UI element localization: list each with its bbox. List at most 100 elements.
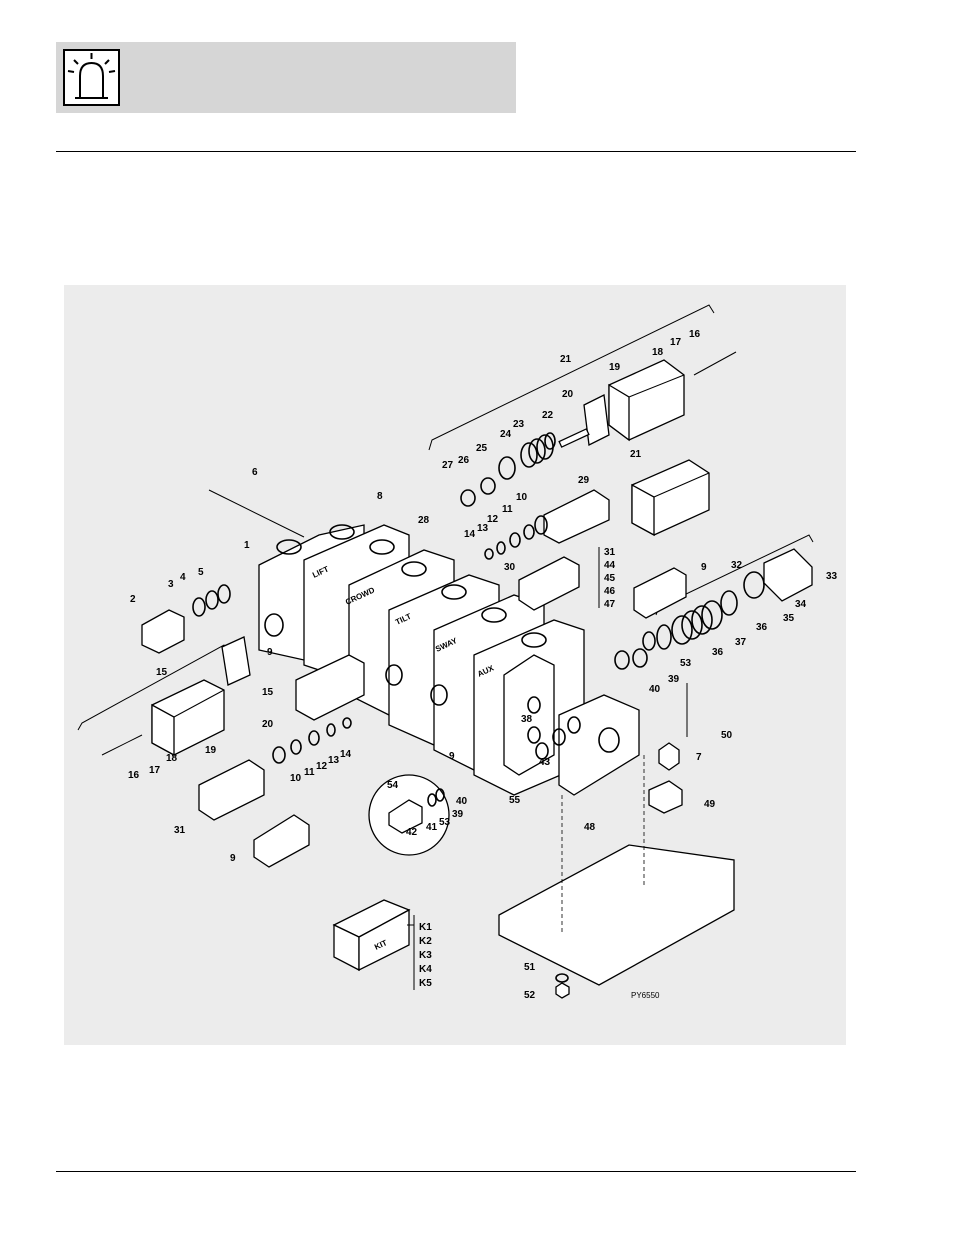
part-3: [193, 598, 205, 616]
exploded-parts-diagram: LIFT CROWD TILT SWAY AUX: [64, 285, 846, 1045]
part-20-upper: [584, 395, 609, 445]
kit-label-k2: K2: [419, 936, 432, 947]
callout-20: 20: [562, 389, 574, 400]
callout-12: 12: [316, 761, 328, 772]
callout-9: 9: [701, 562, 707, 573]
part-21-lower: [632, 460, 709, 535]
part-40: [615, 651, 629, 669]
callout-15: 15: [262, 687, 274, 698]
callout-49: 49: [704, 799, 716, 810]
callout-4: 4: [180, 572, 186, 583]
callout-16: 16: [689, 329, 701, 340]
part-31-lower: [199, 760, 264, 820]
footer-rule: [56, 1171, 856, 1172]
part-7: [659, 743, 679, 770]
part-16-upper: [694, 352, 736, 375]
callout-52: 52: [524, 990, 536, 1001]
callout-15: 15: [156, 667, 168, 678]
callout-1: 1: [244, 540, 250, 551]
part-5: [218, 585, 230, 603]
kit-label-k5: K5: [419, 978, 432, 989]
part-36-b: [721, 591, 737, 615]
callout-39: 39: [452, 809, 464, 820]
part-11-lower: [291, 740, 301, 754]
callout-43: 43: [539, 757, 551, 768]
group-callout-31: 31: [604, 547, 616, 558]
callout-17: 17: [670, 337, 682, 348]
callout-10: 10: [290, 773, 302, 784]
callout-36: 36: [712, 647, 724, 658]
kit-box: KIT K1 K2 K3 K4 K5: [334, 900, 432, 990]
callout-23: 23: [513, 419, 525, 430]
callout-18: 18: [166, 753, 178, 764]
part-49: [649, 781, 682, 813]
beacon-light-icon: [63, 49, 120, 106]
callout-31: 31: [174, 825, 186, 836]
callout-53: 53: [439, 817, 451, 828]
callout-33: 33: [826, 571, 838, 582]
callout-16: 16: [128, 770, 140, 781]
callout-48: 48: [584, 822, 596, 833]
callout-21: 21: [630, 449, 642, 460]
part-9-lower: [254, 815, 309, 867]
callout-24: 24: [500, 429, 512, 440]
callout-40: 40: [649, 684, 661, 695]
callout-36: 36: [756, 622, 768, 633]
callout-11: 11: [304, 767, 315, 778]
callout-32: 32: [731, 560, 743, 571]
callout-40: 40: [456, 796, 468, 807]
callout-12: 12: [487, 514, 499, 525]
part-25: [499, 457, 515, 479]
callout-28: 28: [418, 515, 430, 526]
part-20-left: [222, 637, 250, 685]
callout-34: 34: [795, 599, 807, 610]
callout-27: 27: [442, 460, 454, 471]
callout-6: 6: [252, 467, 258, 478]
part-24: [521, 435, 553, 467]
callout-37: 37: [735, 637, 747, 648]
callout-39: 39: [668, 674, 680, 685]
parts-diagram-drawing: LIFT CROWD TILT SWAY AUX: [64, 285, 846, 1045]
kit-label-k4: K4: [419, 964, 432, 975]
callout-20: 20: [262, 719, 274, 730]
callout-19: 19: [205, 745, 217, 756]
callout-22: 22: [542, 410, 554, 421]
figure-code: PY6550: [631, 991, 660, 1000]
callout-29: 29: [578, 475, 590, 486]
part-31-upper: [519, 557, 579, 610]
part-16-left: [102, 735, 142, 755]
group-callout-47: 47: [604, 599, 616, 610]
part-12-lower: [309, 731, 319, 745]
part-11-upper: [524, 525, 534, 539]
part-13-lower: [327, 724, 335, 736]
callout-5: 5: [198, 567, 204, 578]
callout-3: 3: [168, 579, 174, 590]
callout-14: 14: [340, 749, 352, 760]
header-banner: [56, 42, 516, 113]
part-9-upper: [634, 568, 686, 618]
part-14-lower: [343, 718, 351, 728]
callout-13: 13: [328, 755, 340, 766]
part-12-upper: [510, 533, 520, 547]
callout-51: 51: [524, 962, 536, 973]
callout-42: 42: [406, 827, 418, 838]
callout-18: 18: [652, 347, 664, 358]
part-29: [544, 490, 609, 543]
part-37: [672, 601, 722, 644]
part-6: [209, 490, 304, 537]
part-23: [545, 433, 555, 449]
part-14-upper: [485, 549, 493, 559]
callout-7: 7: [696, 752, 702, 763]
part-35: [744, 572, 764, 598]
group-callout-44: 44: [604, 560, 616, 571]
header-rule: [56, 151, 856, 152]
callout-54: 54: [387, 780, 399, 791]
part-34: [764, 549, 812, 601]
part-19-left: [152, 680, 224, 755]
callout-9: 9: [230, 853, 236, 864]
callout-17: 17: [149, 765, 161, 776]
part-51: [556, 974, 568, 982]
callout-53: 53: [680, 658, 692, 669]
callout-26: 26: [458, 455, 470, 466]
callout-8: 8: [377, 491, 383, 502]
